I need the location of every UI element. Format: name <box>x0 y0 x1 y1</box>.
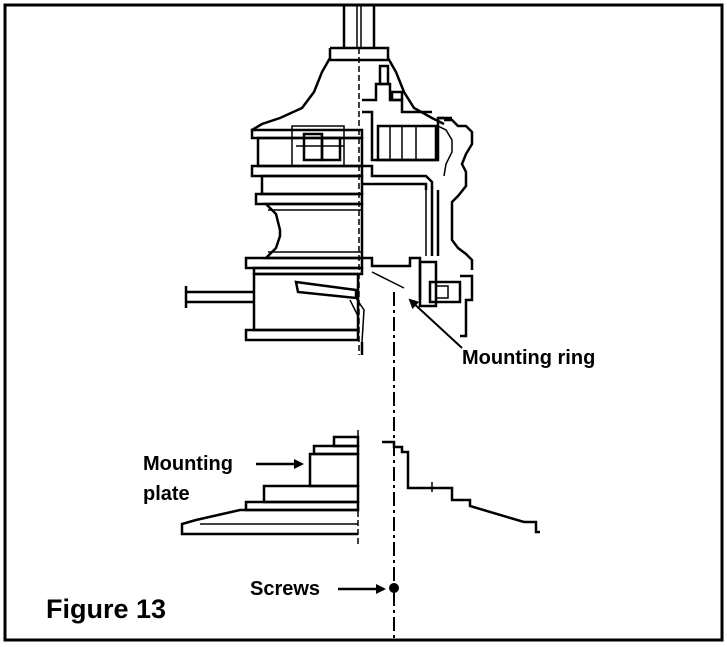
mounting-plate <box>180 430 360 545</box>
mounting-plate-label-line2: plate <box>143 483 190 505</box>
figure-frame <box>3 3 724 642</box>
mounting-ring-profile <box>382 440 540 534</box>
screws-label: Screws <box>250 578 320 600</box>
mounting-ring-pointer <box>408 298 463 349</box>
figure-caption: Figure 13 <box>46 594 166 624</box>
mounting-ring-label: Mounting ring <box>462 347 595 369</box>
screw-marker <box>389 583 399 593</box>
mounting-plate-label-line1: Mounting <box>143 453 233 475</box>
motor-assembly <box>184 5 474 355</box>
